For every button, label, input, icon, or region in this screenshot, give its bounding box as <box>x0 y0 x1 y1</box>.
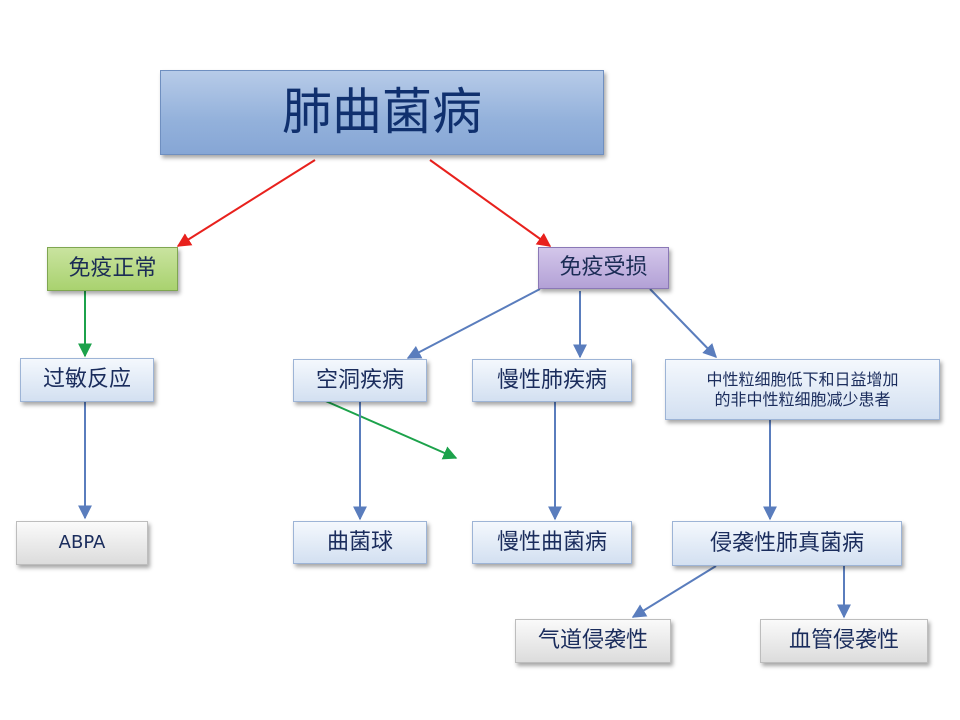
node-airway-invasive: 气道侵袭性 <box>515 619 671 663</box>
node-chronic-lung-disease: 慢性肺疾病 <box>472 359 632 402</box>
node-immune-compromised: 免疫受损 <box>538 247 669 289</box>
node-vascular-invasive: 血管侵袭性 <box>760 619 928 663</box>
arrow-title-to-immune-normal <box>176 159 316 247</box>
arrow-compromised-to-cavitary <box>406 288 541 359</box>
arrow-title-to-immune-compromised <box>429 159 552 247</box>
arrow-invasive-to-airway <box>631 565 717 618</box>
diagram-title: 肺曲菌病 <box>160 70 604 155</box>
node-chronic-aspergillosis: 慢性曲菌病 <box>472 521 632 564</box>
node-immune-normal: 免疫正常 <box>47 247 178 291</box>
node-invasive-aspergillosis: 侵袭性肺真菌病 <box>672 521 902 566</box>
node-neutropenia: 中性粒细胞低下和日益增加 的非中性粒细胞减少患者 <box>665 359 940 420</box>
node-aspergilloma: 曲菌球 <box>293 521 427 564</box>
arrow-compromised-to-neutropenia <box>649 288 717 359</box>
arrow-cavitary-diagonal <box>304 391 458 460</box>
node-cavitary-disease: 空洞疾病 <box>293 359 427 402</box>
neutropenia-line-1: 中性粒细胞低下和日益增加 <box>706 369 899 389</box>
node-abpa: ABPA <box>16 521 148 565</box>
node-allergic-reaction: 过敏反应 <box>20 358 154 402</box>
neutropenia-line-2: 的非中性粒细胞减少患者 <box>714 389 891 409</box>
